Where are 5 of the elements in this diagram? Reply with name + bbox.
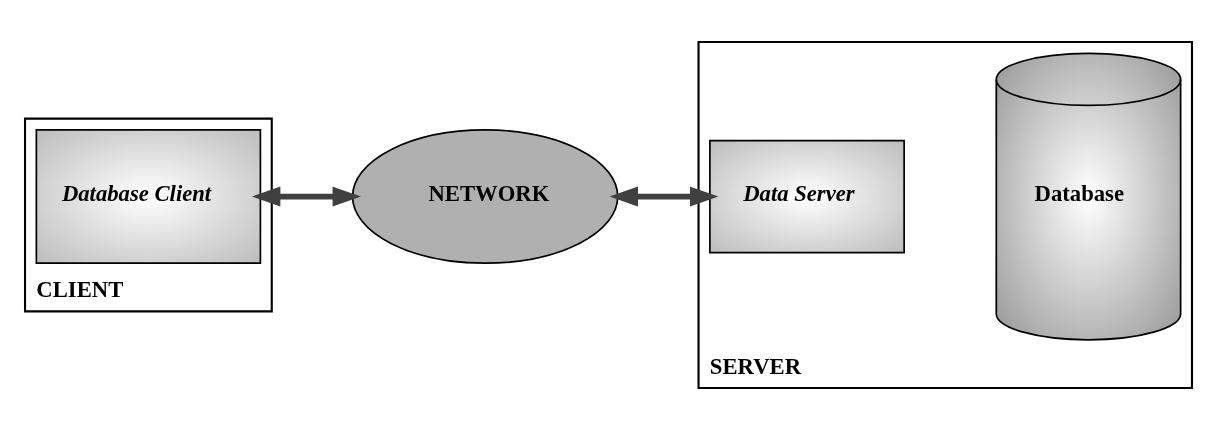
arrow (251, 186, 361, 207)
node-ellipse: NETWORK (351, 129, 619, 265)
node-box: Database Client (35, 129, 262, 265)
arrow (609, 186, 719, 207)
node-box: Data Server (709, 139, 905, 254)
